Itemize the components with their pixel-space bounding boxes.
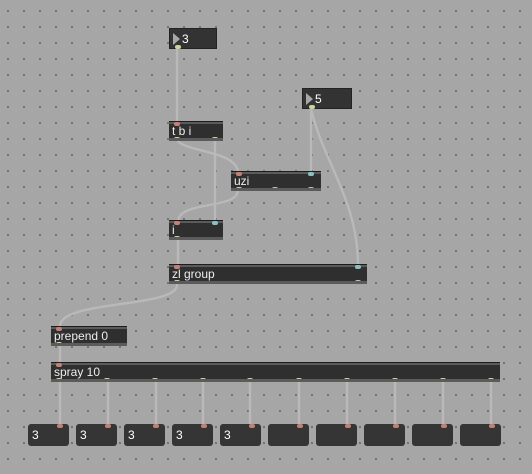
outlet[interactable] [296, 378, 302, 382]
outlet[interactable] [355, 280, 361, 284]
output-number-1[interactable]: 3 [28, 424, 69, 446]
outlet[interactable] [212, 137, 218, 141]
object-text: spray 10 [54, 365, 101, 379]
inlet[interactable] [153, 424, 159, 428]
output-number-6[interactable] [268, 424, 309, 446]
inlet[interactable] [174, 221, 180, 225]
outlet[interactable] [104, 378, 110, 382]
object-text: prepend 0 [54, 329, 109, 343]
outlet[interactable] [56, 378, 62, 382]
outlet[interactable] [200, 378, 206, 382]
cord-tbi-to-uzi [175, 137, 240, 175]
inlet[interactable] [249, 424, 255, 428]
outlet[interactable] [440, 378, 446, 382]
object-i[interactable]: i [169, 220, 223, 240]
output-number-value: 3 [32, 428, 39, 442]
inlet[interactable] [355, 265, 361, 269]
outlet[interactable] [488, 378, 494, 382]
object-uzi[interactable]: uzi [231, 171, 321, 191]
object-spray[interactable]: spray 10 [51, 362, 500, 382]
inlet[interactable] [56, 327, 62, 331]
inlet[interactable] [345, 424, 351, 428]
inlet[interactable] [56, 363, 62, 367]
object-zl-group[interactable]: zl group [169, 264, 367, 284]
number-box-top[interactable]: 3 [169, 28, 217, 49]
cord-num5-to-zl [309, 106, 360, 267]
output-number-value: 3 [128, 428, 135, 442]
output-number-5[interactable]: 3 [220, 424, 261, 446]
output-number-2[interactable]: 3 [76, 424, 117, 446]
number-box-top-value: 3 [182, 32, 189, 46]
inlet[interactable] [212, 221, 218, 225]
inlet[interactable] [174, 265, 180, 269]
number-triangle-icon [173, 33, 180, 45]
number-triangle-icon [306, 93, 313, 105]
output-number-9[interactable] [412, 424, 453, 446]
number-box-right[interactable]: 5 [302, 88, 352, 109]
object-text: zl group [172, 267, 215, 281]
inlet[interactable] [393, 424, 399, 428]
inlet[interactable] [489, 424, 495, 428]
cord-uzi-to-i [176, 188, 240, 224]
output-number-value: 3 [224, 428, 231, 442]
output-number-10[interactable] [460, 424, 501, 446]
object-text: t b i [172, 124, 192, 138]
outlet[interactable] [308, 187, 314, 191]
output-number-3[interactable]: 3 [124, 424, 165, 446]
outlet[interactable] [152, 378, 158, 382]
outlet[interactable] [175, 45, 181, 49]
number-box-right-value: 5 [315, 92, 322, 106]
outlet[interactable] [344, 378, 350, 382]
output-number-value: 3 [176, 428, 183, 442]
output-number-value: 3 [80, 428, 87, 442]
output-number-4[interactable]: 3 [172, 424, 213, 446]
object-t-b-i[interactable]: t b i [169, 121, 223, 141]
inlet[interactable] [236, 172, 242, 176]
object-text: uzi [234, 174, 250, 188]
inlet[interactable] [308, 172, 314, 176]
outlet[interactable] [309, 105, 315, 109]
inlet[interactable] [57, 424, 63, 428]
cord-zl-to-prepend [58, 283, 179, 328]
object-text: i [172, 223, 175, 237]
output-number-7[interactable] [316, 424, 357, 446]
inlet[interactable] [441, 424, 447, 428]
inlet[interactable] [174, 122, 180, 126]
outlet[interactable] [174, 236, 180, 240]
inlet[interactable] [297, 424, 303, 428]
outlet[interactable] [56, 342, 62, 346]
output-number-8[interactable] [364, 424, 405, 446]
inlet[interactable] [201, 424, 207, 428]
outlet[interactable] [392, 378, 398, 382]
object-prepend[interactable]: prepend 0 [51, 326, 127, 346]
outlet[interactable] [174, 280, 180, 284]
inlet[interactable] [105, 424, 111, 428]
outlet[interactable] [272, 187, 278, 191]
outlet[interactable] [247, 378, 253, 382]
outlet[interactable] [236, 187, 242, 191]
outlet[interactable] [174, 137, 180, 141]
